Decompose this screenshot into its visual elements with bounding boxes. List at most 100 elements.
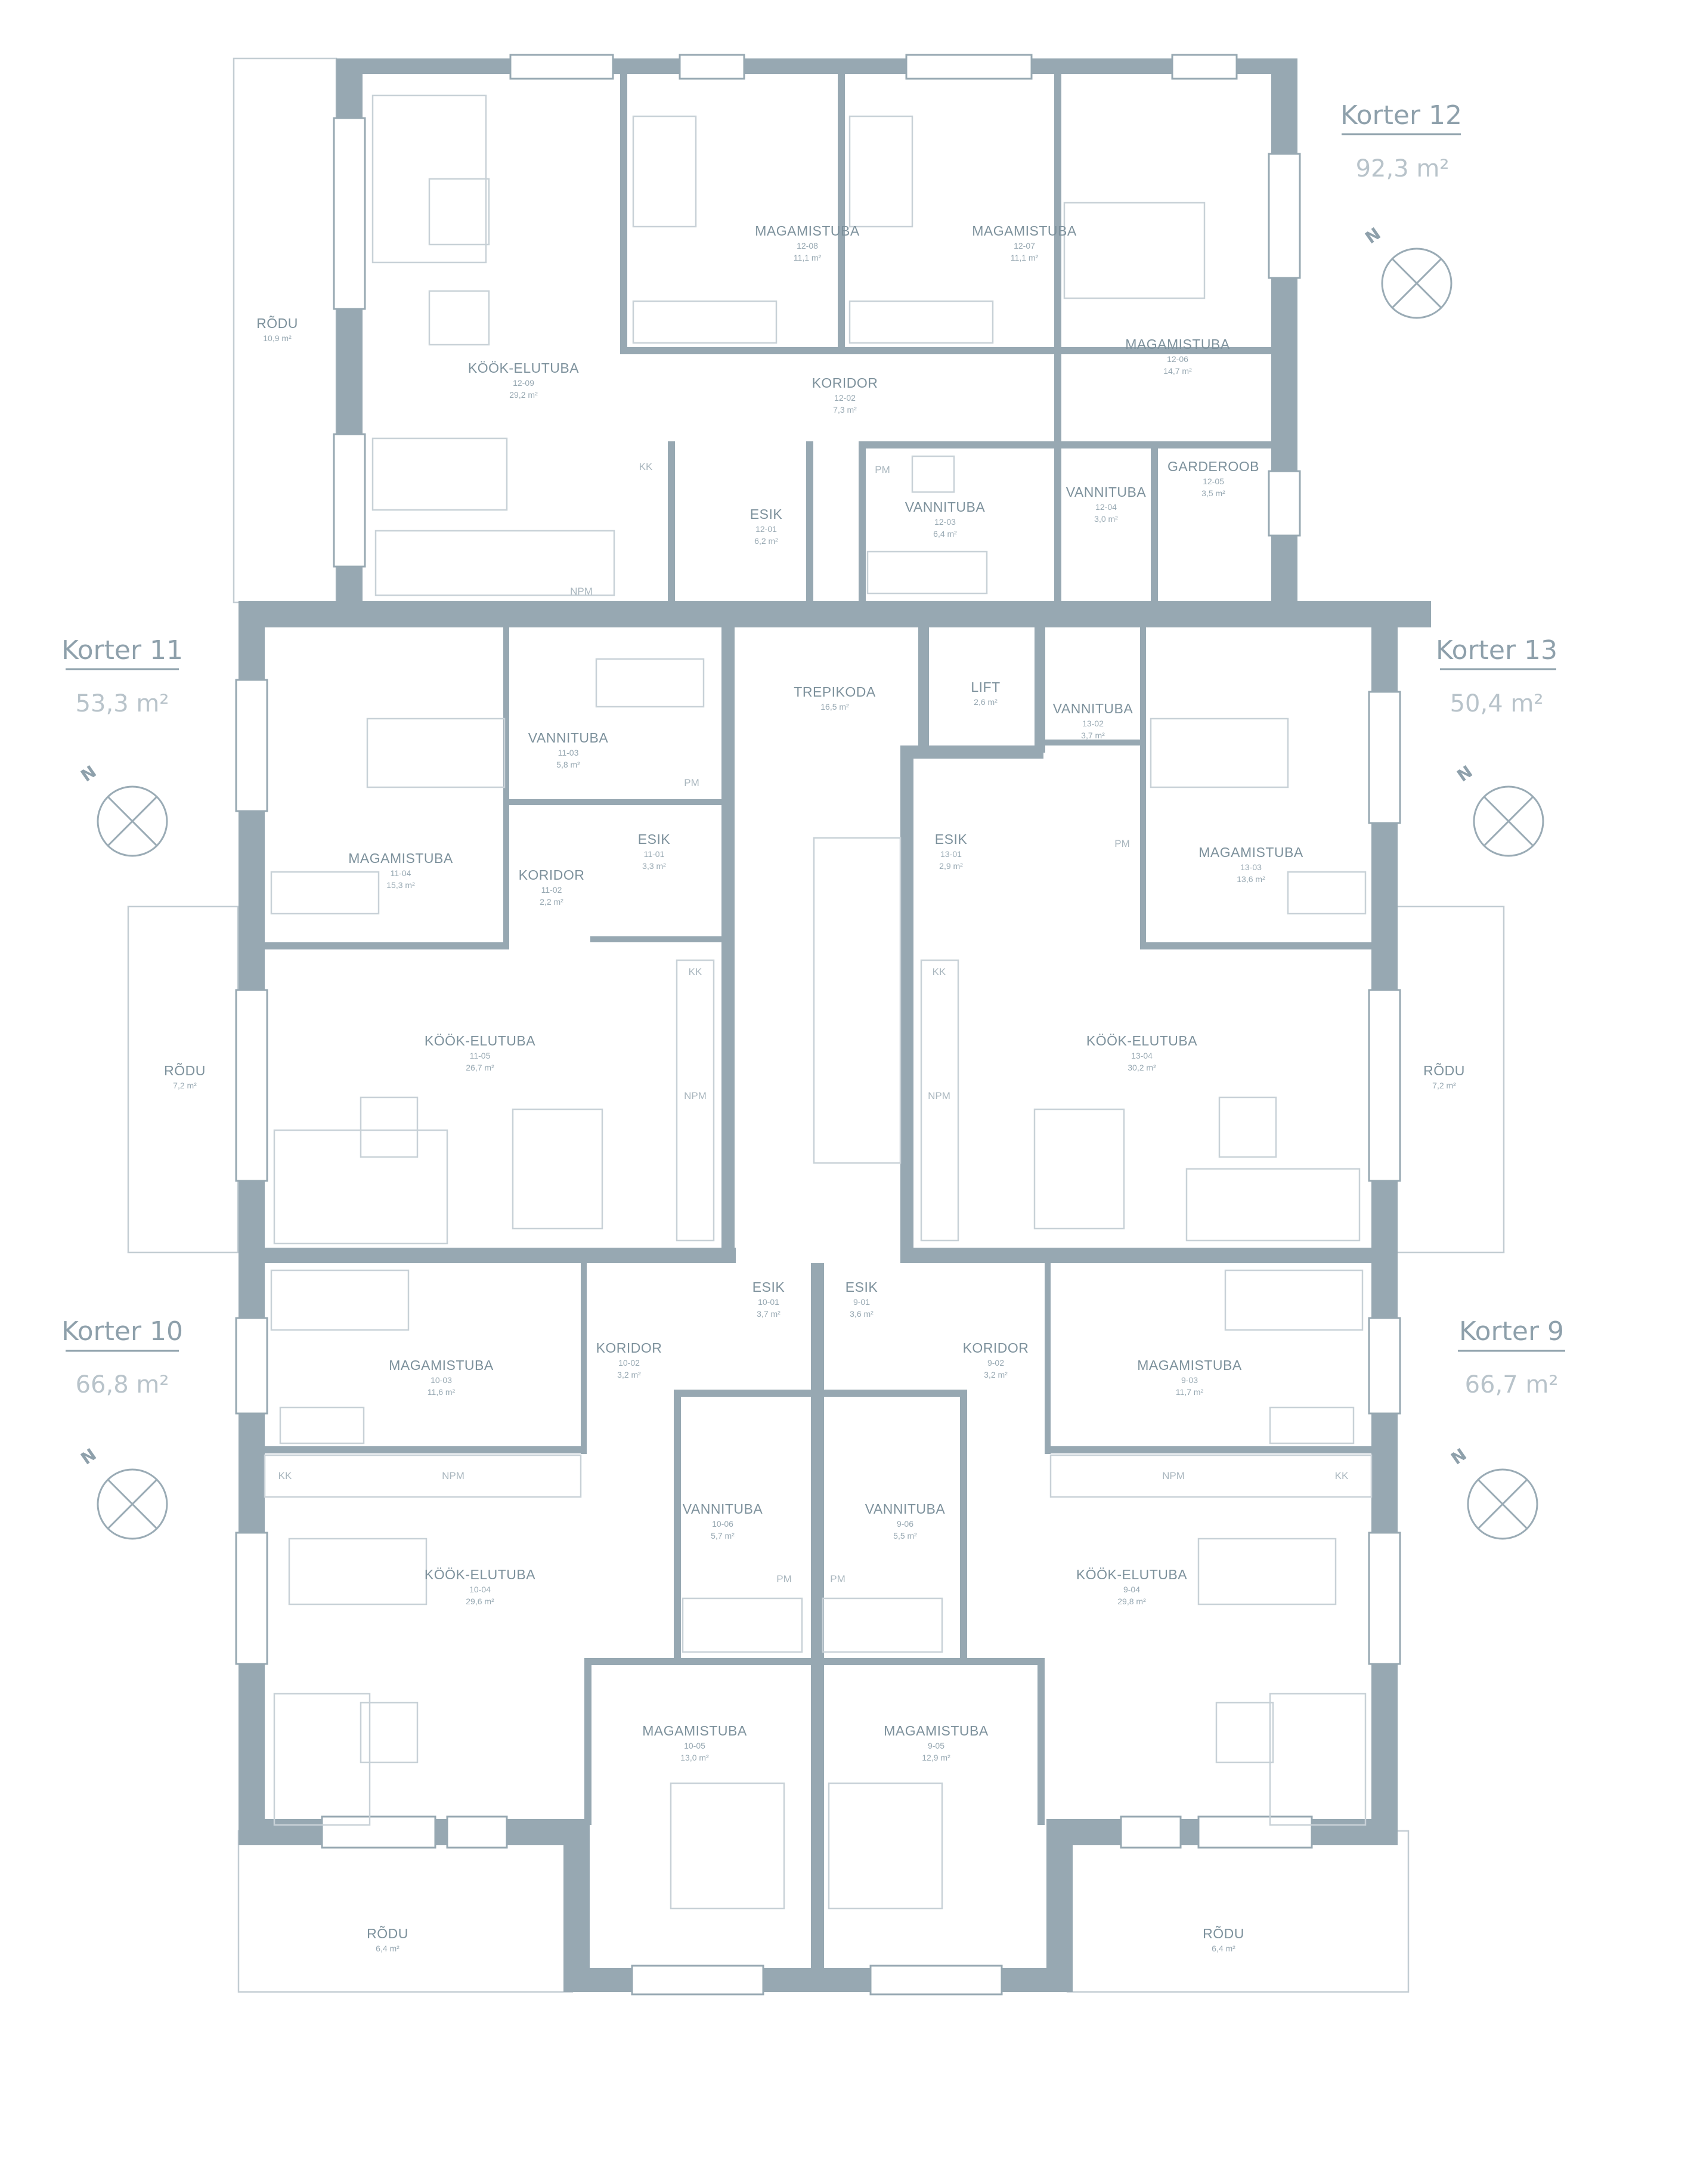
fixture-label-pm: PM [1114, 838, 1130, 849]
room-name: KÖÖK-ELUTUBA [1076, 1567, 1187, 1582]
room-name: RÕDU [164, 1062, 206, 1078]
room-name: KORIDOR [963, 1340, 1029, 1356]
room-area: 5,8 m² [556, 760, 580, 769]
room-label: KORIDOR 10-02 3,2 m² [596, 1340, 662, 1379]
room-id: 10-04 [469, 1585, 491, 1594]
room-area: 13,0 m² [680, 1753, 709, 1762]
apartment-name: Korter 10 [61, 1316, 183, 1347]
compasses: N N N N N [77, 224, 1544, 1540]
room-id: 10-01 [758, 1297, 779, 1307]
room-label: RÕDU 10,9 m² [256, 315, 298, 343]
room-area: 3,7 m² [757, 1309, 781, 1319]
room-id: 9-03 [1181, 1375, 1198, 1385]
room-id: 11-03 [558, 748, 579, 757]
room-area: 11,1 m² [794, 253, 822, 262]
room-id: 12-04 [1095, 502, 1117, 512]
fixture-label-pm: PM [875, 464, 890, 475]
room-name: MAGAMISTUBA [1125, 336, 1230, 352]
room-area: 11,7 m² [1176, 1387, 1204, 1397]
apartment-name: Korter 9 [1459, 1316, 1564, 1347]
room-name: ESIK [846, 1279, 878, 1295]
room-area: 3,5 m² [1201, 488, 1225, 498]
room-id: 12-06 [1167, 354, 1188, 364]
room-area: 7,2 m² [1432, 1081, 1456, 1090]
room-area: 29,2 m² [509, 390, 538, 400]
room-id: 10-05 [684, 1741, 705, 1750]
room-name: KÖÖK-ELUTUBA [425, 1567, 535, 1582]
room-name: MAGAMISTUBA [1137, 1357, 1242, 1373]
fixture-label-pm: PM [684, 777, 699, 788]
apartment-area: 53,3 m² [76, 690, 169, 717]
room-name: TREPIKODA [794, 684, 876, 700]
room-name: KÖÖK-ELUTUBA [468, 360, 579, 376]
room-id: 11-01 [644, 849, 665, 859]
compass-icon: N [77, 762, 168, 857]
room-area: 3,6 m² [850, 1309, 874, 1319]
room-area: 11,1 m² [1011, 253, 1039, 262]
room-label: VANNITUBA 9-06 5,5 m² [865, 1501, 946, 1540]
room-id: 9-06 [897, 1519, 913, 1529]
room-area: 6,4 m² [933, 529, 957, 539]
room-name: VANNITUBA [865, 1501, 946, 1517]
compass-n-label: N [77, 762, 100, 785]
apartment-area: 92,3 m² [1356, 155, 1450, 182]
room-area: 3,7 m² [1081, 731, 1105, 740]
apartment-area: 66,7 m² [1465, 1371, 1559, 1399]
room-area: 5,5 m² [893, 1531, 917, 1540]
room-name: ESIK [750, 506, 783, 522]
apartment-name: Korter 13 [1436, 635, 1557, 666]
room-name: MAGAMISTUBA [972, 223, 1077, 239]
room-name: KÖÖK-ELUTUBA [1086, 1033, 1197, 1048]
compass-icon: N [1361, 224, 1452, 319]
room-name: VANNITUBA [683, 1501, 763, 1517]
compass-n-label: N [1453, 762, 1476, 785]
room-area: 2,2 m² [540, 897, 563, 907]
room-area: 6,4 m² [376, 1944, 399, 1953]
compass-icon: N [1453, 762, 1544, 857]
fixture-label-npm: NPM [1162, 1470, 1185, 1481]
compass-n-label: N [1447, 1444, 1470, 1468]
apartment-area: 66,8 m² [76, 1371, 169, 1399]
room-name: VANNITUBA [1053, 701, 1133, 716]
room-area: 11,6 m² [428, 1387, 456, 1397]
room-area: 7,2 m² [173, 1081, 197, 1090]
room-area: 15,3 m² [386, 880, 415, 890]
room-id: 12-09 [513, 378, 534, 388]
room-id: 9-04 [1123, 1585, 1140, 1594]
fixture-label-npm: NPM [442, 1470, 464, 1481]
room-id: 12-02 [834, 393, 856, 403]
room-area: 29,6 m² [466, 1597, 494, 1606]
room-name: RÕDU [256, 315, 298, 331]
room-id: 11-02 [541, 885, 562, 895]
room-name: MAGAMISTUBA [1198, 844, 1303, 860]
room-name: KORIDOR [596, 1340, 662, 1356]
room-area: 3,0 m² [1094, 514, 1118, 524]
room-area: 3,2 m² [617, 1370, 641, 1379]
room-name: MAGAMISTUBA [884, 1723, 989, 1738]
room-id: 12-05 [1203, 477, 1224, 486]
room-area: 26,7 m² [466, 1063, 494, 1072]
room-id: 10-02 [618, 1358, 640, 1368]
room-area: 10,9 m² [263, 333, 292, 343]
room-id: 11-05 [470, 1051, 491, 1060]
room-area: 30,2 m² [1128, 1063, 1156, 1072]
fixture-label-kk: KK [1335, 1470, 1349, 1481]
compass-n-label: N [1361, 224, 1384, 248]
room-id: 12-08 [797, 241, 818, 250]
room-name: LIFT [971, 679, 1000, 695]
room-id: 9-05 [928, 1741, 944, 1750]
apartment-name: Korter 11 [61, 635, 183, 666]
